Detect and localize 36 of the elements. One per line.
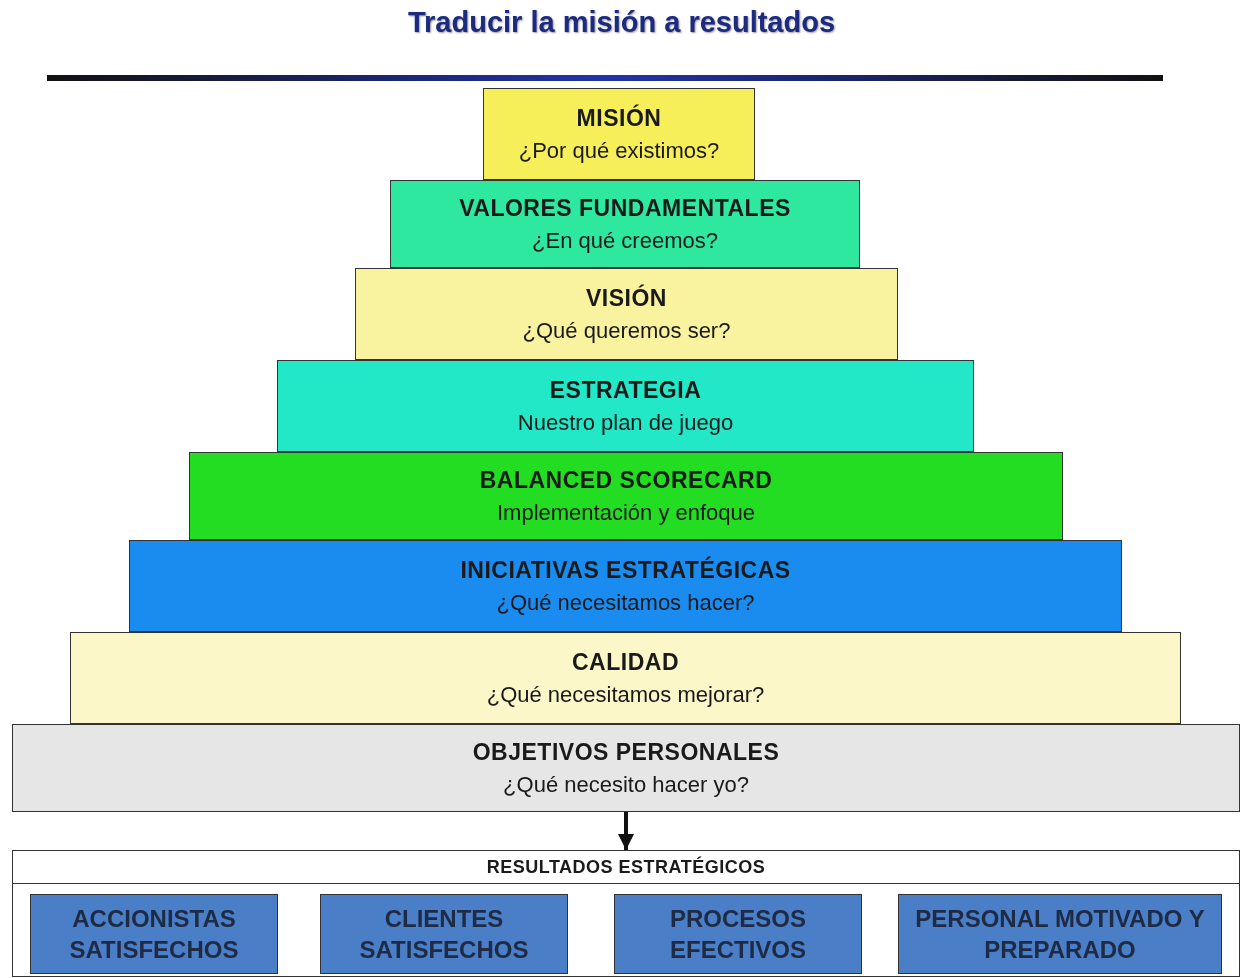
pyramid-tier — [189, 452, 1063, 540]
result-label: PERSONAL MOTIVADO Y PREPARADO — [914, 904, 1206, 965]
tier-heading: INICIATIVAS ESTRATÉGICAS — [460, 556, 791, 584]
tier-heading: VISIÓN — [586, 284, 667, 312]
arrow — [618, 812, 634, 850]
result-label: PROCESOS EFECTIVOS — [669, 904, 807, 965]
pyramid-tier — [12, 724, 1240, 812]
results-panel — [12, 850, 1240, 977]
tier-heading: VALORES FUNDAMENTALES — [459, 194, 791, 222]
pyramid-tier — [129, 540, 1122, 632]
result-box — [898, 894, 1222, 974]
tier-heading: ESTRATEGIA — [549, 376, 702, 404]
result-box — [614, 894, 862, 974]
result-box — [320, 894, 568, 974]
diagram-title: Traducir la misión a resultados — [407, 6, 836, 38]
pyramid-tier — [390, 180, 860, 268]
tier-question: ¿Por qué existimos? — [518, 137, 720, 164]
tier-heading: MISIÓN — [576, 104, 662, 132]
tier-question: Nuestro plan de juego — [517, 409, 734, 436]
pyramid-tier — [355, 268, 898, 360]
pyramid-tier — [70, 632, 1181, 724]
tier-heading: BALANCED SCORECARD — [479, 466, 773, 494]
tier-question: ¿Qué necesitamos mejorar? — [486, 681, 765, 708]
result-label: ACCIONISTAS SATISFECHOS — [68, 904, 240, 965]
result-box — [30, 894, 278, 974]
result-label: CLIENTES SATISFECHOS — [358, 904, 530, 965]
tier-heading: OBJETIVOS PERSONALES — [472, 738, 780, 766]
pyramid-tier — [277, 360, 974, 452]
tier-question: ¿Qué necesitamos hacer? — [496, 589, 755, 616]
tier-question: ¿Qué necesito hacer yo? — [503, 771, 749, 798]
pyramid-tier — [483, 88, 755, 180]
tier-question: ¿En qué creemos? — [532, 227, 718, 254]
tier-question: ¿Qué queremos ser? — [522, 317, 731, 344]
tier-heading: CALIDAD — [572, 648, 679, 676]
panel-heading: RESULTADOS ESTRATÉGICOS — [486, 856, 766, 878]
tier-question: Implementación y enfoque — [496, 499, 756, 526]
